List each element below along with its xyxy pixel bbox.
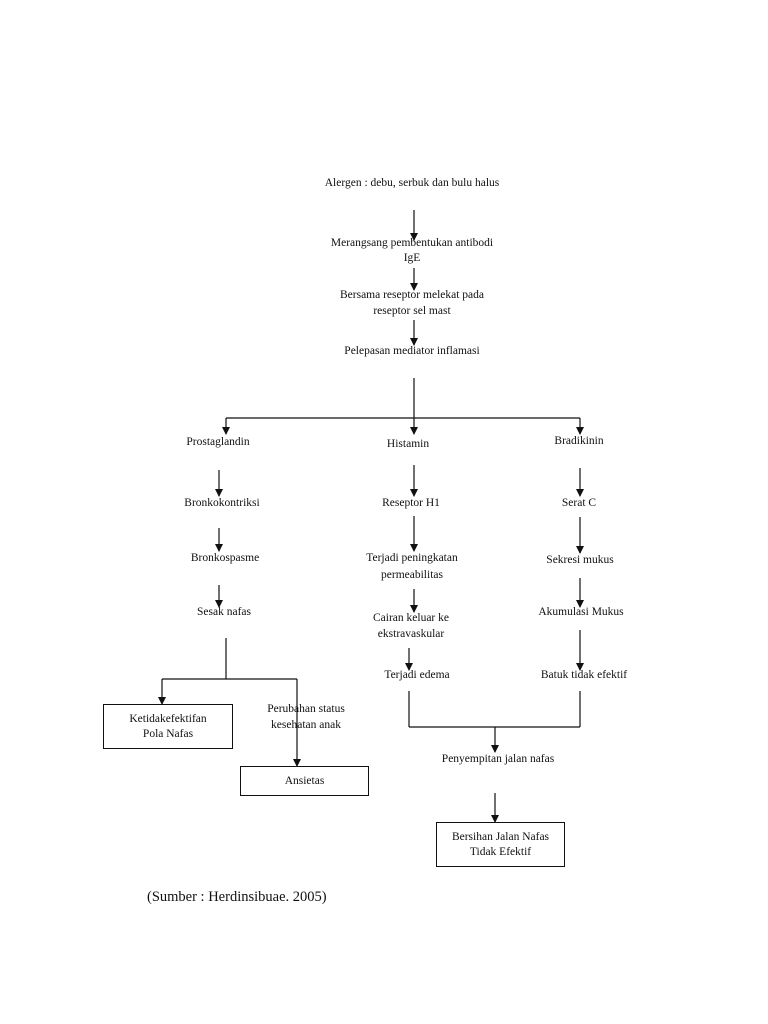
node-sekresi-mukus: Sekresi mukus	[546, 554, 614, 566]
node-alergen: Alergen : debu, serbuk dan bulu halus	[324, 177, 500, 189]
box-bersihan-line1: Bersihan Jalan Nafas	[451, 830, 550, 843]
box-ketidakefektifan-pola-nafas: Ketidakefektifan Pola Nafas	[103, 704, 233, 749]
node-perubahan-line2: kesehatan anak	[271, 719, 341, 731]
node-bersama-line2: reseptor sel mast	[373, 305, 451, 317]
node-serat-c: Serat C	[561, 497, 597, 509]
box-bersihan-jalan-nafas: Bersihan Jalan Nafas Tidak Efektif	[436, 822, 565, 867]
box-ansietas: Ansietas	[240, 766, 369, 796]
node-cairan-line1: Cairan keluar ke	[373, 612, 449, 624]
box-ansietas-label: Ansietas	[284, 774, 325, 787]
box-bersihan-line2: Tidak Efektif	[469, 845, 532, 858]
node-pelepasan: Pelepasan mediator inflamasi	[344, 345, 480, 357]
node-batuk-tidak-efektif: Batuk tidak efektif	[540, 669, 628, 681]
node-bradikinin: Bradikinin	[554, 435, 604, 447]
box-ketidakefektifan-line1: Ketidakefektifan	[129, 712, 207, 725]
node-peningkatan-line1: Terjadi peningkatan	[366, 552, 458, 564]
node-histamin: Histamin	[386, 438, 430, 450]
node-merangsang-line1: Merangsang pembentukan antibodi	[330, 237, 494, 249]
node-reseptor-h1: Reseptor H1	[382, 497, 440, 509]
node-cairan-line2: ekstravaskular	[377, 628, 445, 640]
node-penyempitan: Penyempitan jalan nafas	[441, 753, 555, 765]
node-prostaglandin: Prostaglandin	[186, 436, 250, 448]
node-merangsang-line2: IgE	[403, 252, 421, 264]
node-peningkatan-line2: permeabilitas	[381, 569, 443, 581]
node-bersama-line1: Bersama reseptor melekat pada	[339, 289, 485, 301]
node-sesak-nafas: Sesak nafas	[197, 606, 251, 618]
node-akumulasi-mukus: Akumulasi Mukus	[538, 606, 624, 618]
source-citation: (Sumber : Herdinsibuae. 2005)	[147, 889, 327, 905]
box-ketidakefektifan-line2: Pola Nafas	[142, 727, 194, 740]
node-bronkokontriksi: Bronkokontriksi	[184, 497, 260, 509]
node-perubahan-line1: Perubahan status	[267, 703, 345, 715]
node-edema: Terjadi edema	[384, 669, 450, 681]
node-bronkospasme: Bronkospasme	[190, 552, 260, 564]
